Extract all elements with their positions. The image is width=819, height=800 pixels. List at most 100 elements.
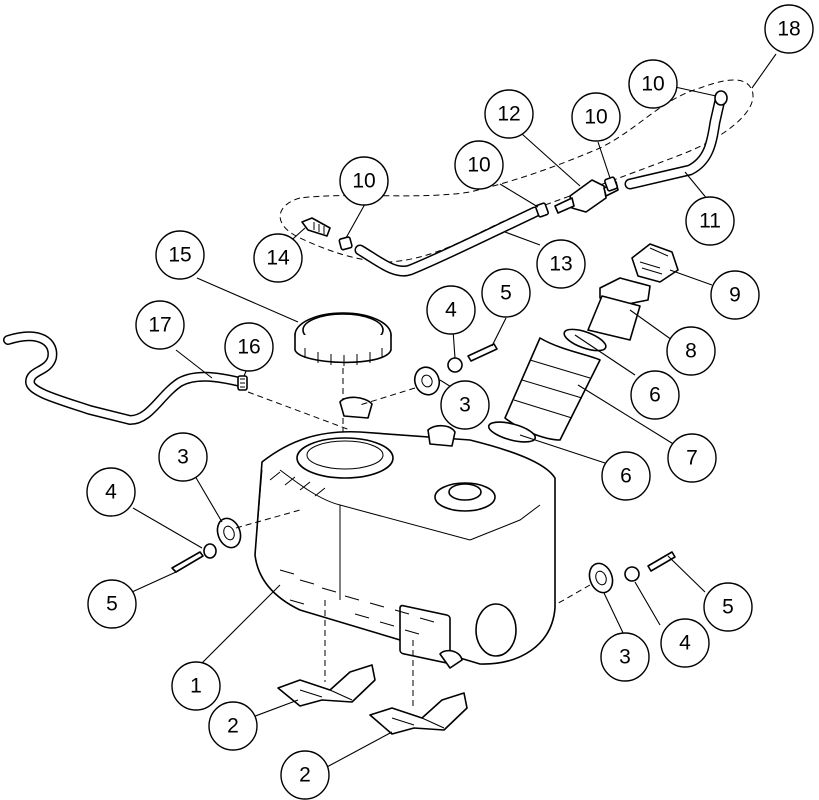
callout-circle bbox=[600, 632, 650, 682]
washer-left bbox=[203, 543, 217, 559]
callout-number: 3 bbox=[177, 446, 189, 469]
hose-upper bbox=[624, 94, 726, 190]
hose-fitting bbox=[301, 217, 331, 237]
callout-circle bbox=[481, 268, 531, 318]
callout-circle bbox=[484, 89, 534, 139]
callout-number: 4 bbox=[105, 481, 117, 504]
callout-c17: 17 bbox=[135, 300, 185, 350]
washer-top bbox=[447, 357, 463, 373]
callout-number: 17 bbox=[148, 314, 171, 337]
vent-hose bbox=[3, 331, 245, 425]
callout-c3c: 3 bbox=[600, 632, 650, 682]
callout-circle bbox=[764, 4, 814, 54]
callout-circle bbox=[440, 380, 490, 430]
filler-hose bbox=[504, 337, 601, 441]
callout-c2a: 2 bbox=[208, 701, 258, 751]
callout-number: 2 bbox=[227, 715, 239, 738]
callout-number: 16 bbox=[237, 336, 260, 359]
callout-c18: 18 bbox=[764, 4, 814, 54]
filler-adapter bbox=[587, 277, 651, 341]
clamp-b bbox=[535, 202, 549, 218]
mounting-bracket-right bbox=[369, 692, 468, 735]
callout-circle bbox=[630, 370, 680, 420]
callout-circle bbox=[280, 750, 330, 800]
callout-c1: 1 bbox=[171, 661, 221, 711]
callout-c15: 15 bbox=[155, 230, 205, 280]
callout-circle bbox=[208, 701, 258, 751]
callout-c10a: 10 bbox=[339, 156, 389, 206]
callout-number: 1 bbox=[190, 675, 202, 698]
clamp-a bbox=[338, 236, 353, 251]
callout-number: 3 bbox=[459, 394, 471, 417]
callout-c10c: 10 bbox=[571, 92, 621, 142]
callout-circle bbox=[685, 196, 735, 246]
callout-number: 8 bbox=[685, 340, 697, 363]
bolt-top bbox=[467, 343, 498, 362]
callout-c13: 13 bbox=[536, 239, 586, 289]
bolt-left bbox=[171, 551, 204, 573]
hose-lower bbox=[354, 206, 541, 277]
callout-circle bbox=[660, 618, 710, 668]
bolt-right bbox=[647, 551, 676, 572]
callout-circle bbox=[666, 326, 716, 376]
hose-clamp-lower bbox=[487, 421, 537, 443]
callout-c5c: 5 bbox=[703, 582, 753, 632]
callout-circle bbox=[86, 467, 136, 517]
callout-number: 5 bbox=[500, 282, 512, 305]
callout-number: 4 bbox=[679, 632, 691, 655]
callout-c2b: 2 bbox=[280, 750, 330, 800]
callout-number: 10 bbox=[584, 106, 607, 129]
callout-c7: 7 bbox=[667, 433, 717, 483]
leader-lines bbox=[131, 53, 777, 769]
callout-c14: 14 bbox=[253, 233, 303, 283]
callout-circle bbox=[135, 300, 185, 350]
clamp-d bbox=[714, 90, 728, 106]
callout-c5a: 5 bbox=[87, 579, 137, 629]
callout-c6a: 6 bbox=[630, 370, 680, 420]
callout-c10d: 10 bbox=[628, 59, 678, 109]
callout-number: 10 bbox=[641, 73, 664, 96]
callout-number: 6 bbox=[620, 465, 632, 488]
lock-ring bbox=[294, 312, 392, 366]
callout-number: 5 bbox=[106, 593, 118, 616]
callout-number: 10 bbox=[352, 170, 375, 193]
callout-circle bbox=[87, 579, 137, 629]
callout-circle bbox=[536, 239, 586, 289]
callout-c4a: 4 bbox=[86, 467, 136, 517]
callout-circle bbox=[224, 322, 274, 372]
grommet-left bbox=[216, 517, 242, 549]
callout-c11: 11 bbox=[685, 196, 735, 246]
callout-c16: 16 bbox=[224, 322, 274, 372]
callout-c5b: 5 bbox=[481, 268, 531, 318]
hose-clamp bbox=[237, 375, 248, 391]
callout-number: 4 bbox=[445, 299, 457, 322]
hose-clamp-upper bbox=[563, 328, 607, 352]
callout-circle bbox=[158, 432, 208, 482]
clamp-c bbox=[604, 176, 618, 192]
vent-hose-guide-line bbox=[247, 391, 351, 431]
callout-number: 15 bbox=[168, 244, 191, 267]
callout-circle bbox=[601, 451, 651, 501]
callout-c12: 12 bbox=[484, 89, 534, 139]
callout-circle bbox=[171, 661, 221, 711]
left-mount-guide-line bbox=[235, 509, 301, 529]
callout-number: 2 bbox=[299, 764, 311, 787]
callout-circle bbox=[426, 285, 476, 335]
right-mount-guide-line bbox=[554, 584, 591, 606]
callout-circle bbox=[710, 270, 760, 320]
callout-number: 13 bbox=[549, 253, 572, 276]
callout-c9: 9 bbox=[710, 270, 760, 320]
callout-number: 18 bbox=[777, 18, 800, 41]
callout-number: 14 bbox=[266, 247, 290, 270]
callout-circle bbox=[155, 230, 205, 280]
callout-c8: 8 bbox=[666, 326, 716, 376]
callout-circle bbox=[253, 233, 303, 283]
callout-circle bbox=[667, 433, 717, 483]
grommet-right bbox=[588, 562, 614, 594]
callout-circle bbox=[454, 140, 504, 190]
callout-layer: 1223334445556678910101010111213141516171… bbox=[86, 4, 814, 800]
callout-c6b: 6 bbox=[601, 451, 651, 501]
callout-number: 12 bbox=[497, 103, 520, 126]
